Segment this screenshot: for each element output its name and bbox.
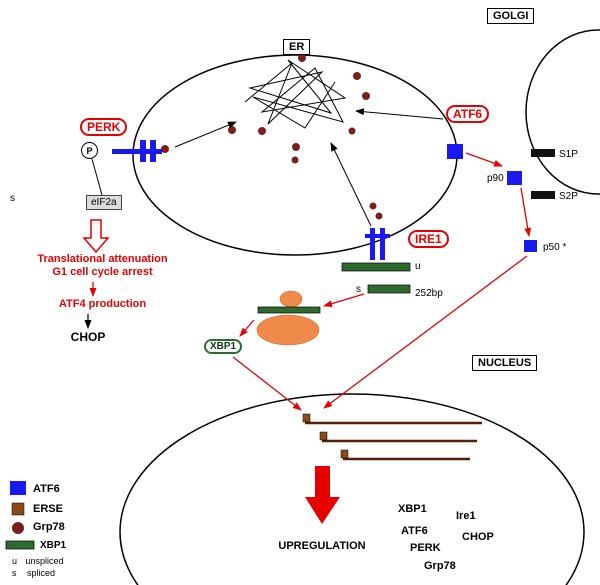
legend-erse-swatch: [11, 502, 25, 516]
erse-elements: [302, 413, 349, 459]
misfolded-protein-tangle: [244, 59, 347, 129]
s1p-protease-bar: [531, 149, 555, 157]
target-gene-xbp1: XBP1: [398, 503, 427, 515]
translational-attenuation-text: Translational attenuation: [37, 253, 168, 265]
attenuation-block-arrow: [82, 219, 110, 254]
golgi-membrane: [525, 29, 600, 195]
s1p-label: S1P: [559, 149, 578, 160]
legend-unspliced-row: u unspliced: [12, 556, 64, 566]
upregulation-text: UPREGULATION: [278, 540, 366, 552]
legend-xbp1-swatch: [5, 540, 35, 550]
atf6-er-square: [447, 144, 463, 159]
252bp-label: 252bp: [415, 288, 443, 299]
ribosome-to-xbp1-arrow: [239, 319, 255, 337]
perk-label: PERK: [80, 118, 128, 136]
s2p-protease-bar: [531, 191, 555, 199]
atf4-production-text: ATF4 production: [58, 298, 147, 310]
p90-label: p90: [487, 173, 504, 184]
ire1-label: IRE1: [408, 230, 449, 248]
legend-grp78-label: Grp78: [33, 521, 65, 533]
chop-text: CHOP: [70, 330, 106, 344]
spliced-to-ribosome-arrow: [323, 293, 365, 308]
p50-square: [524, 240, 537, 252]
perk-receptor: [112, 140, 162, 162]
g1-arrest-text: G1 cell cycle arrest: [52, 266, 153, 278]
xbp1-mrna-spliced-bar: [367, 284, 411, 294]
golgi-label: GOLGI: [487, 8, 535, 24]
target-gene-lines: [305, 421, 482, 461]
legend-erse-label: ERSE: [33, 503, 63, 515]
legend-spliced-row: s spliced: [12, 568, 55, 578]
target-gene-ire1: Ire1: [456, 510, 476, 522]
target-gene-atf6: ATF6: [401, 525, 428, 537]
target-gene-perk: PERK: [410, 542, 441, 554]
er-label: ER: [283, 39, 311, 55]
unspliced-u-label: u: [415, 261, 421, 272]
xbp1-to-nucleus-arrow: [232, 356, 302, 411]
legend-s-value: spliced: [27, 568, 56, 578]
mrna-in-translation-bar: [257, 306, 321, 314]
legend-s-key: s: [12, 568, 17, 578]
spliced-s-label: s: [356, 284, 361, 295]
p90-square: [507, 171, 522, 185]
legend-atf6-swatch: [10, 481, 26, 495]
legend-u-key: u: [12, 556, 18, 566]
sensor-release-arrows: [174, 108, 444, 227]
p90-to-p50-arrow: [520, 187, 532, 237]
target-gene-chop: CHOP: [462, 531, 494, 543]
p-to-eif2a-line: [91, 158, 103, 196]
atf6-label: ATF6: [446, 105, 490, 123]
ribosome-small: [279, 290, 303, 308]
legend-atf6-label: ATF6: [33, 483, 60, 495]
ribosome-large: [256, 314, 320, 346]
grp78-dots: [161, 54, 383, 220]
stray-s-label: s: [10, 193, 15, 204]
s2p-label: S2P: [559, 191, 578, 202]
p50-label: p50 *: [543, 242, 567, 253]
legend-xbp1-label: XBP1: [40, 540, 67, 551]
phospho-p-circle: P: [81, 142, 98, 159]
legend-grp78-swatch: [12, 522, 24, 534]
xbp1-mrna-unspliced-bar: [341, 262, 411, 272]
eif2a-box: eIF2a: [86, 195, 122, 210]
p50-to-nucleus-arrow: [323, 255, 528, 409]
ire1-receptor: [365, 228, 390, 260]
xbp1-protein-label: XBP1: [204, 339, 243, 354]
atf6-to-golgi-arrow: [465, 152, 503, 167]
legend-u-value: unspliced: [25, 556, 64, 566]
nucleus-label: NUCLEUS: [472, 355, 538, 371]
target-gene-grp78: Grp78: [424, 560, 456, 572]
upregulation-arrow: [305, 466, 340, 524]
